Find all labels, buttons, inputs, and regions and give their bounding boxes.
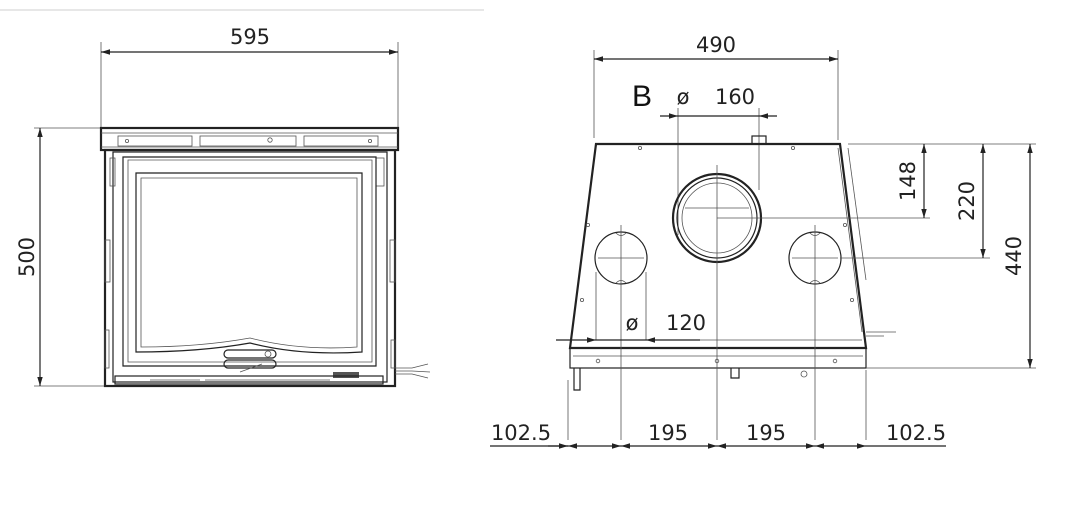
front-width-label: 595 [230, 25, 270, 49]
front-door-frame [122, 156, 377, 367]
side-foot-center [730, 368, 740, 379]
side-height-label: 440 [1002, 236, 1026, 276]
side-foot-left [573, 368, 581, 391]
flue-offset-label: 148 [896, 161, 920, 201]
side-outlet-diameter-label: 120 [666, 311, 706, 335]
front-view: 595 500 [15, 25, 431, 388]
bottom-dim-label-4: 102.5 [886, 421, 946, 445]
flue-collar [751, 135, 767, 145]
side-view: B 490 ø 160 [490, 33, 1036, 449]
side-outlet-offset-label: 220 [955, 181, 979, 221]
side-power-cable [866, 331, 896, 337]
front-brand-badge [333, 372, 359, 378]
front-glass-panel [135, 172, 363, 354]
flue-diameter-label: 160 [715, 85, 755, 109]
flue-diameter-symbol: ø [677, 85, 690, 109]
side-outlet-diameter-symbol: ø [626, 311, 639, 335]
bottom-dim-label-2: 195 [648, 421, 688, 445]
bottom-dim-label-1: 102.5 [491, 421, 551, 445]
front-power-cable [395, 363, 431, 379]
bottom-dim-label-3: 195 [746, 421, 786, 445]
front-height-label: 500 [15, 237, 39, 277]
side-top-width-label: 490 [696, 33, 736, 57]
front-door-handle [223, 349, 277, 369]
section-letter: B [632, 80, 652, 113]
